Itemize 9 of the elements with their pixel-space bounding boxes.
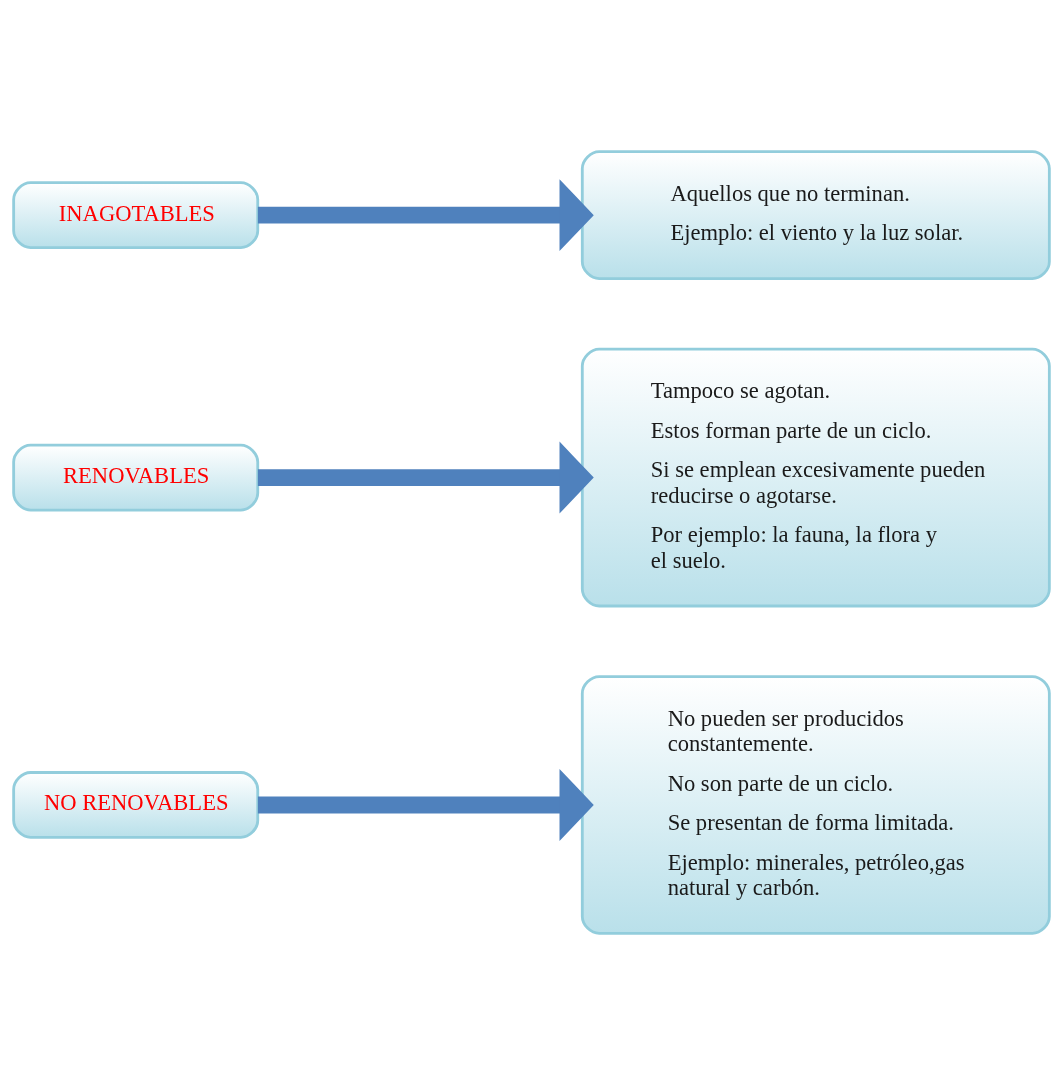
arrow [257, 441, 594, 514]
node-box: RENOVABLES [12, 443, 260, 511]
node-box: No pueden ser producidos constantemente. No son parte de un ciclo. Se presentan de forma limitada. Ejemplo: minerales, petróleo,gas natural y carbón. [580, 674, 1051, 935]
node-box: INAGOTABLES [12, 180, 260, 249]
node-box: Tampoco se agotan. Estos forman parte de un ciclo. Si se emplean excesivamente pueden reducirse o agotarse. Por ejemplo: la fauna, la flora y el suelo. [580, 347, 1051, 607]
arrow [257, 768, 594, 841]
arrow [257, 178, 594, 251]
node-box: Aquellos que no terminan. Ejemplo: el viento y la luz solar. [580, 149, 1051, 280]
node-box: NO RENOVABLES [12, 770, 260, 839]
